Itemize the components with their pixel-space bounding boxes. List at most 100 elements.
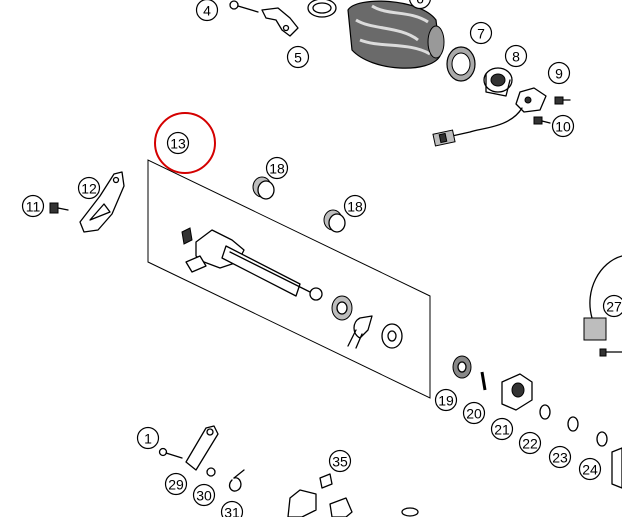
callout-circle [602, 294, 622, 318]
callout-22[interactable]: 22 [518, 431, 542, 455]
part-6-shift-drum[interactable] [347, 0, 445, 69]
part-18-bushing-upper[interactable] [252, 176, 275, 200]
callout-27[interactable]: 27 [602, 294, 622, 318]
part-4-screw[interactable] [229, 0, 259, 13]
callout-1[interactable]: 1 [136, 426, 160, 450]
callout-number: 29 [168, 477, 184, 493]
callout-35[interactable]: 35 [328, 449, 352, 473]
callout-circle [462, 401, 486, 425]
callout-circle [265, 156, 289, 180]
callout-20[interactable]: 20 [462, 401, 486, 425]
assembly-13-outline [147, 159, 431, 399]
callout-circle [469, 21, 493, 45]
callout-23[interactable]: 23 [548, 445, 572, 469]
callout-7[interactable]: 7 [469, 21, 493, 45]
callout-number: 22 [522, 436, 538, 452]
callout-4[interactable]: 4 [195, 0, 219, 22]
callout-circle [220, 500, 244, 517]
callout-number: 5 [294, 50, 302, 66]
callout-circle [192, 483, 216, 507]
callout-number: 1 [144, 431, 152, 447]
callout-number: 6 [416, 0, 424, 7]
part-10-bolts[interactable] [533, 96, 571, 125]
callout-number: 12 [81, 181, 97, 197]
callout-circle [551, 114, 575, 138]
part-21-sensor-housing[interactable] [501, 373, 533, 411]
part-8-sensor[interactable] [483, 67, 513, 97]
callout-circle [490, 417, 514, 441]
callout-number: 24 [582, 462, 598, 478]
part-35-pin[interactable] [319, 473, 333, 489]
callout-number: 23 [552, 450, 568, 466]
part-30-washer[interactable] [206, 467, 216, 477]
callout-11[interactable]: 11 [21, 194, 45, 218]
callout-6[interactable]: 6 [409, 0, 431, 10]
callout-13[interactable]: 13 [166, 131, 190, 155]
callout-circle [195, 0, 219, 22]
callout-circle [343, 194, 367, 218]
callout-number: 10 [555, 119, 571, 135]
callout-number: 4 [203, 3, 211, 19]
callout-31[interactable]: 31 [220, 500, 244, 517]
part-13-spring-clip[interactable] [347, 315, 373, 349]
callout-number: 9 [555, 66, 563, 82]
part-27-sensor-cable[interactable] [583, 255, 622, 357]
callout-number: 20 [466, 406, 482, 422]
part-22-ring[interactable] [539, 404, 551, 420]
callout-circle [547, 61, 571, 85]
part-9-switch-cable[interactable] [432, 87, 547, 147]
callout-circle [434, 388, 458, 412]
callout-circle [328, 449, 352, 473]
callout-5[interactable]: 5 [286, 45, 310, 69]
callout-number: 27 [606, 299, 622, 315]
callout-number: 18 [269, 161, 285, 177]
callout-circle [136, 426, 160, 450]
callout-12[interactable]: 12 [77, 176, 101, 200]
callout-30[interactable]: 30 [192, 483, 216, 507]
part-18-bushing-lower[interactable] [323, 209, 346, 233]
callout-circle [548, 445, 572, 469]
callout-circle [166, 131, 190, 155]
callout-circle [21, 194, 45, 218]
callout-number: 18 [347, 199, 363, 215]
part-shift-fork[interactable] [287, 489, 419, 517]
part-13-washer[interactable] [331, 295, 353, 321]
part-seal-ring[interactable] [307, 0, 337, 18]
part-13-shift-shaft[interactable] [181, 227, 323, 301]
part-23-ring[interactable] [567, 416, 579, 432]
part-7-bearing[interactable] [446, 46, 476, 82]
callout-18[interactable]: 18 [343, 194, 367, 218]
callout-9[interactable]: 9 [547, 61, 571, 85]
callout-10[interactable]: 10 [551, 114, 575, 138]
part-11-bolt[interactable] [49, 202, 69, 214]
callout-layer: 4 5 6 7 8 9 10 11 12 13 18 18 19 20 21 22 23 24 27 1 29 30 31 3… [21, 0, 622, 517]
part-31-spring[interactable] [228, 469, 245, 492]
callout-number: 31 [224, 505, 240, 517]
callout-24[interactable]: 24 [578, 457, 602, 481]
part-24-ring[interactable] [596, 431, 608, 447]
callout-29[interactable]: 29 [164, 472, 188, 496]
callout-number: 30 [196, 488, 212, 504]
part-5-lever[interactable] [261, 7, 299, 37]
callout-number: 7 [477, 26, 485, 42]
part-lever-arm[interactable] [185, 425, 219, 471]
part-edge-housing[interactable] [611, 447, 622, 489]
highlight-circle [154, 112, 216, 174]
callout-19[interactable]: 19 [434, 388, 458, 412]
part-12-bracket[interactable] [79, 171, 125, 233]
callout-number: 13 [170, 136, 186, 152]
callout-18[interactable]: 18 [265, 156, 289, 180]
part-19-seal[interactable] [452, 355, 472, 379]
callout-8[interactable]: 8 [504, 44, 528, 68]
callout-circle [77, 176, 101, 200]
callout-number: 19 [438, 393, 454, 409]
callout-number: 35 [332, 454, 348, 470]
callout-circle [409, 0, 431, 10]
part-20-pin[interactable] [480, 371, 487, 391]
part-1-screw[interactable] [158, 447, 183, 459]
callout-21[interactable]: 21 [490, 417, 514, 441]
callout-circle [504, 44, 528, 68]
callout-circle [518, 431, 542, 455]
part-13-o-ring[interactable] [381, 323, 403, 349]
